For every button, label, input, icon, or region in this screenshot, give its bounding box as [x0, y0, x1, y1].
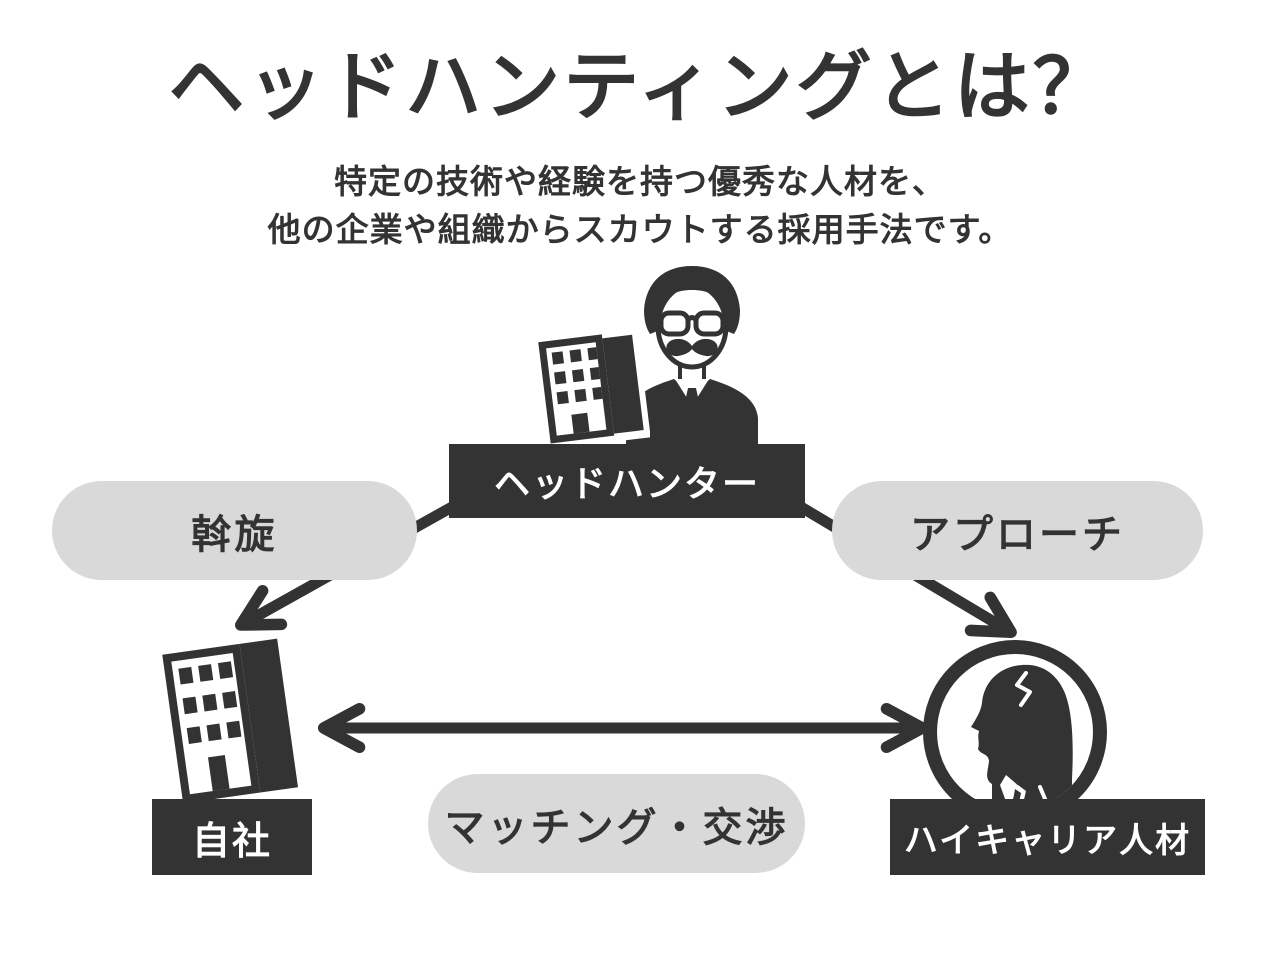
- matching-negotiation-label: マッチング・交渉: [444, 805, 789, 850]
- subtitle: 特定の技術や経験を持つ優秀な人材を、 他の企業や組織からスカウトする採用手法です…: [0, 158, 1280, 254]
- own-company-building-icon: [162, 638, 299, 804]
- high-career-talent-label: ハイキャリア人材: [890, 799, 1205, 875]
- headhunter-building-icon: [534, 326, 650, 446]
- own-company-label: 自社: [152, 799, 312, 875]
- mediation-label: 斡旋: [191, 512, 278, 557]
- matching-negotiation-pill: マッチング・交渉: [428, 774, 805, 873]
- page-title: ヘッドハンティングとは？: [168, 45, 1112, 130]
- businessman-profile-circle-icon: [923, 640, 1107, 824]
- headhunter-man-icon: [626, 266, 758, 447]
- approach-pill: アプローチ: [832, 481, 1203, 580]
- mediation-pill: 斡旋: [52, 481, 417, 580]
- approach-label: アプローチ: [910, 512, 1125, 557]
- subtitle-line-1: 特定の技術や経験を持つ優秀な人材を、: [334, 163, 946, 200]
- headhunter-label: ヘッドハンター: [449, 444, 805, 518]
- subtitle-line-2: 他の企業や組織からスカウトする採用手法です。: [267, 211, 1013, 248]
